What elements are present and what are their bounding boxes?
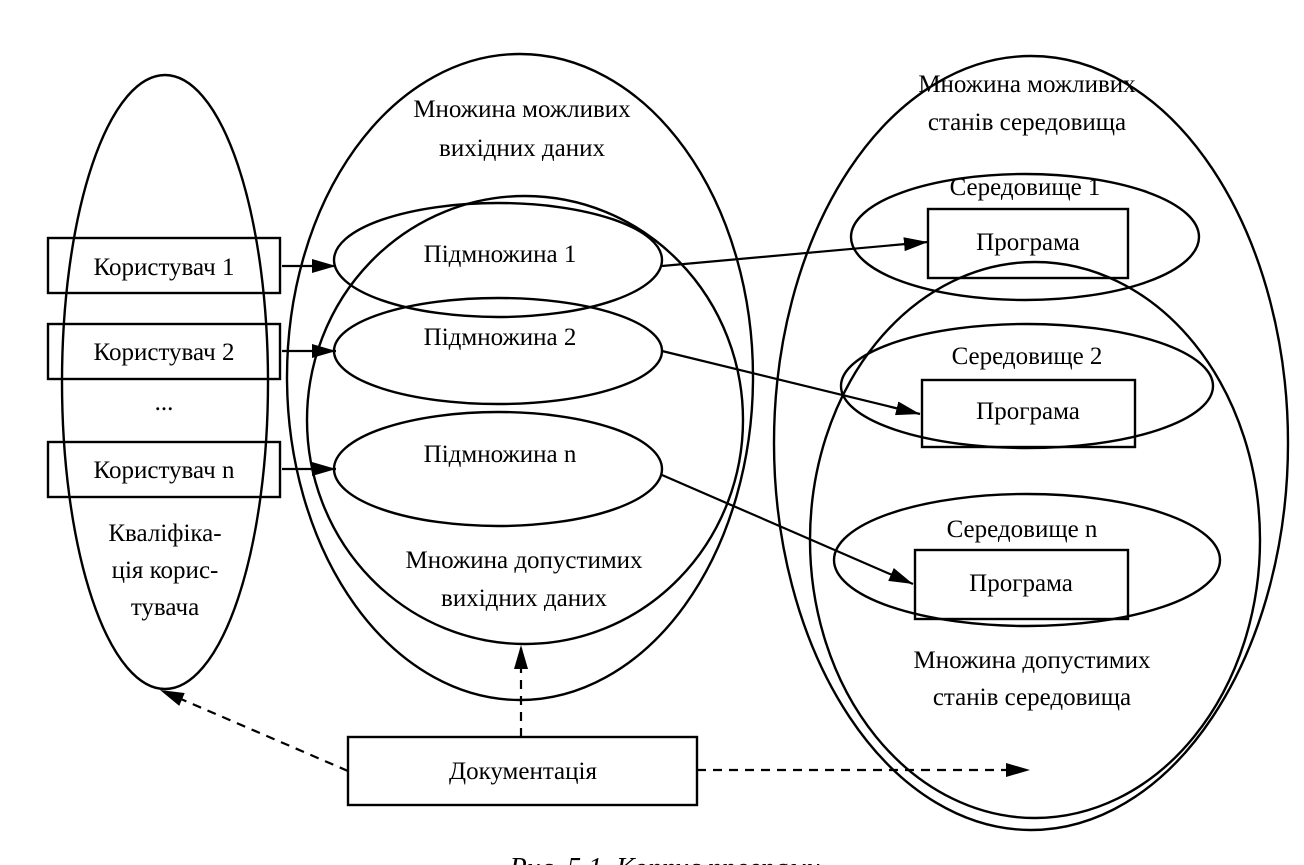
possible-input-line-1: Множина можливих	[413, 96, 631, 123]
subsetn-label: Підмножина n	[424, 441, 577, 468]
documentation-label: Документація	[449, 758, 597, 785]
admissible-env-line-1: Множина допустимих	[913, 647, 1151, 674]
figure-caption: Рис. 5.1. Корпус програми	[509, 853, 821, 865]
program1-label: Програма	[976, 229, 1080, 256]
possible-env-line-1: Множина можливих	[918, 71, 1136, 98]
envn-ellipse	[832, 492, 1222, 628]
env1-ellipse	[849, 172, 1201, 302]
subset2-ellipse	[332, 296, 664, 406]
possible-env-ellipse	[772, 54, 1290, 832]
programn-label: Програма	[969, 570, 1073, 597]
qualification-line-3: тувача	[131, 594, 199, 621]
arrow-subset2-program2	[661, 349, 921, 416]
possible-input-line-2: вихідних даних	[439, 135, 605, 162]
programn-box	[913, 548, 1130, 621]
subset1-label: Підмножина 1	[424, 241, 577, 268]
usern-label: Користувач n	[94, 457, 235, 484]
user2-label: Користувач 2	[94, 339, 235, 366]
admissible-input-ellipse	[305, 194, 745, 646]
program2-label: Програма	[976, 398, 1080, 425]
arrow-subset1-program1	[661, 237, 929, 268]
qualification-ellipse	[60, 73, 270, 691]
qualification-line-2: ція корис-	[112, 557, 219, 584]
envn-label: Середовище n	[947, 516, 1098, 543]
users-ellipsis: ...	[155, 389, 174, 416]
admissible-input-line-1: Множина допустимих	[405, 547, 643, 574]
env2-label: Середовище 2	[952, 343, 1103, 370]
env1-label: Середовище 1	[950, 174, 1101, 201]
arrow-doc-qualification	[159, 688, 349, 773]
admissible-input-line-2: вихідних даних	[441, 585, 607, 612]
user1-box	[46, 236, 282, 295]
program2-box	[920, 378, 1137, 449]
user2-box	[46, 322, 282, 381]
program1-box	[926, 207, 1130, 280]
admissible-env-line-2: станів середовища	[933, 684, 1131, 711]
subsetn-ellipse	[332, 410, 664, 528]
possible-env-line-2: станів середовища	[928, 109, 1126, 136]
usern-box	[46, 440, 282, 499]
arrow-subsetn-programn	[661, 473, 914, 586]
user1-label: Користувач 1	[94, 254, 235, 281]
subset2-label: Підмножина 2	[424, 324, 577, 351]
qualification-line-1: Кваліфіка-	[108, 520, 221, 547]
